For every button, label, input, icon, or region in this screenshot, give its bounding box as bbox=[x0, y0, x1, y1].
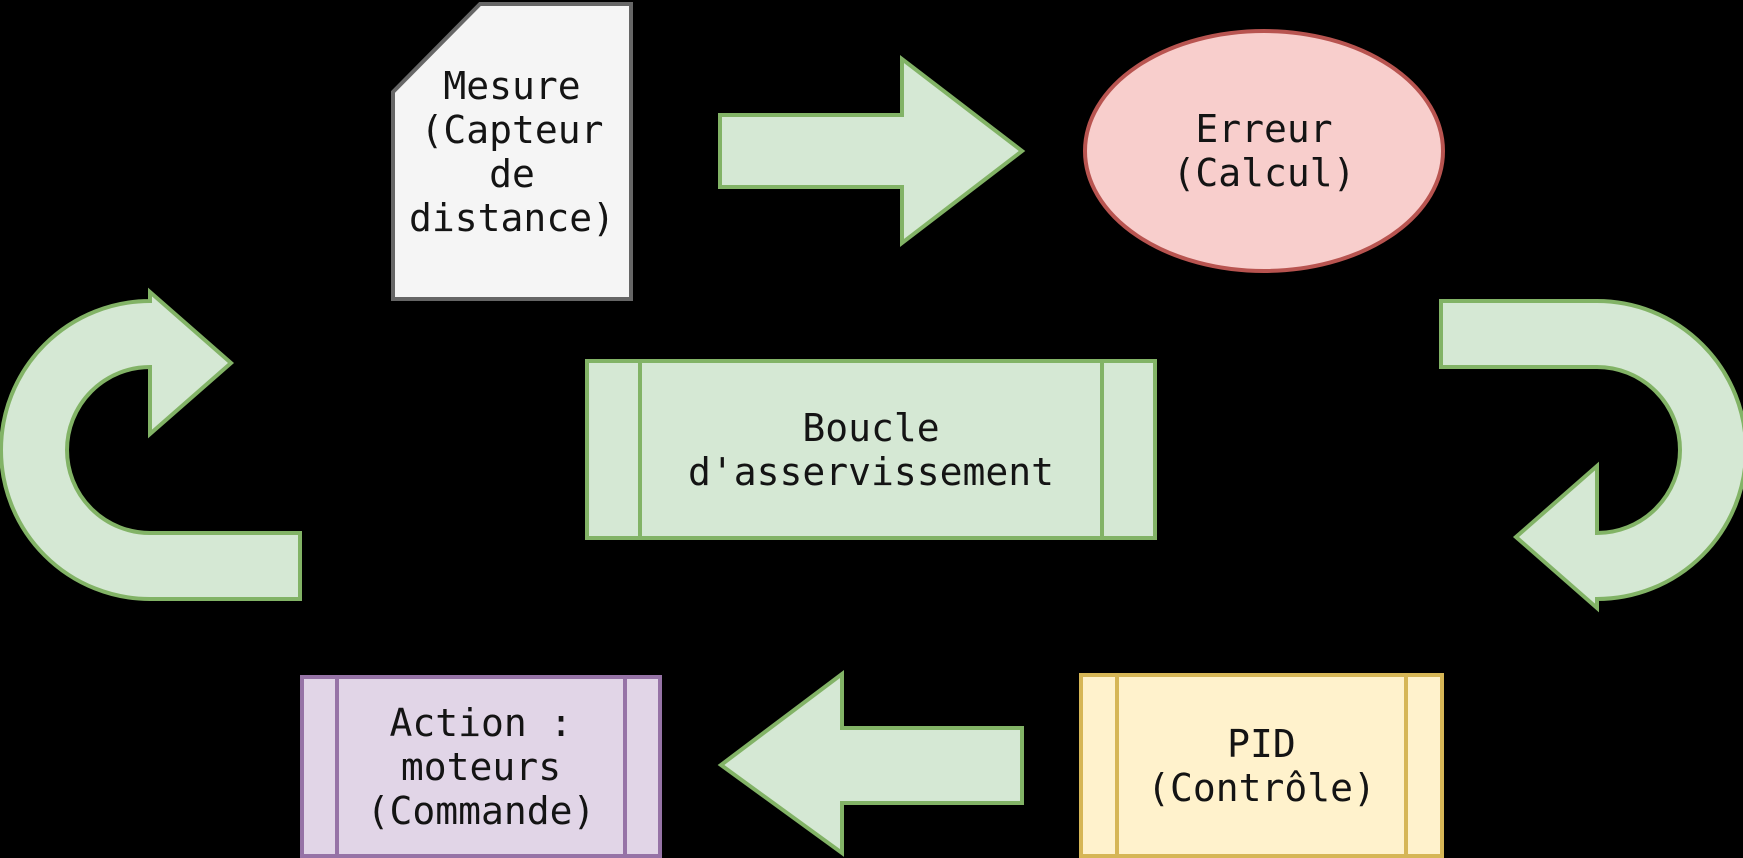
curved-arrow-erreur-to-pid bbox=[1439, 299, 1743, 613]
node-boucle-process bbox=[585, 359, 1157, 540]
node-erreur-ellipse bbox=[1083, 29, 1445, 273]
node-pid-process bbox=[1079, 673, 1444, 858]
block-arrow-pid-to-action bbox=[717, 669, 1024, 857]
block-arrow-mesure-to-erreur bbox=[718, 54, 1026, 248]
curved-arrow-action-to-mesure bbox=[0, 287, 302, 601]
node-action-process bbox=[300, 675, 662, 858]
node-mesure-card bbox=[391, 2, 633, 301]
